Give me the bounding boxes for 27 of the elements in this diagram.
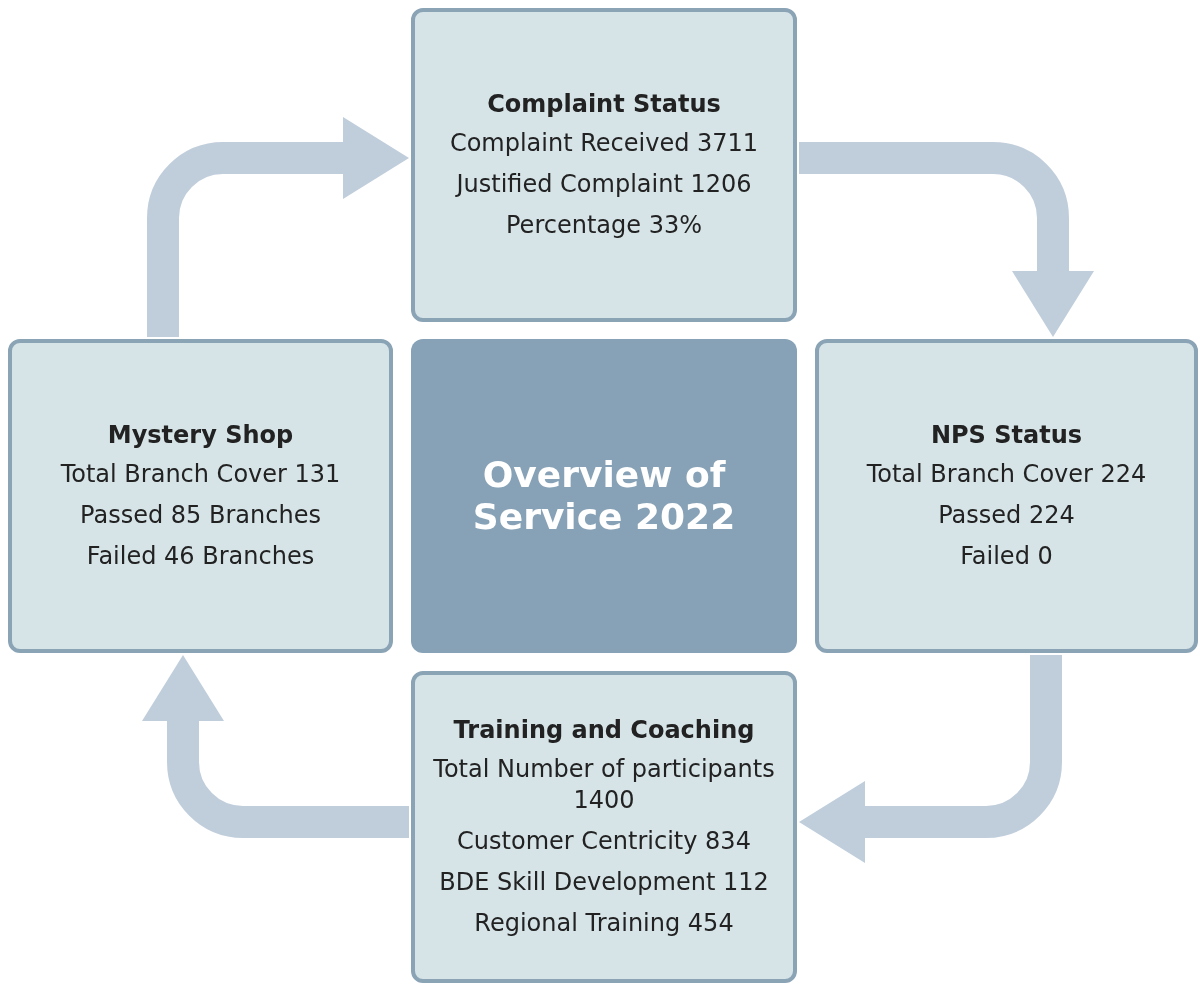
stat-line: Customer Centricity 834 bbox=[457, 825, 751, 857]
center-box bbox=[411, 339, 797, 653]
info-box bbox=[411, 8, 797, 322]
stat-line: Total Number of participants 1400 bbox=[432, 753, 776, 816]
stat-line: Passed 224 bbox=[938, 499, 1075, 531]
stat-line: Failed 46 Branches bbox=[86, 540, 315, 572]
arrow bbox=[142, 655, 409, 838]
stat-line: Regional Training 454 bbox=[474, 907, 734, 939]
stat-line: Complaint Received 3711 bbox=[449, 127, 759, 159]
stat-line: Percentage 33% bbox=[506, 209, 702, 241]
box-heading: NPS Status bbox=[930, 420, 1083, 449]
box-heading: Mystery Shop bbox=[107, 420, 294, 449]
arrow bbox=[799, 655, 1062, 863]
stat-line: Passed 85 Branches bbox=[80, 499, 321, 531]
box-heading: Complaint Status bbox=[487, 89, 721, 118]
stat-line: Total Branch Cover 131 bbox=[60, 458, 341, 490]
stat-line: Total Branch Cover 224 bbox=[866, 458, 1147, 490]
stat-line: Justified Complaint 1206 bbox=[456, 168, 752, 200]
info-box bbox=[411, 671, 797, 983]
info-box bbox=[8, 339, 393, 653]
stat-line: BDE Skill Development 112 bbox=[439, 866, 769, 898]
arrow bbox=[799, 142, 1094, 337]
center-title: Overview of Service 2022 bbox=[471, 454, 737, 538]
stat-line: Failed 0 bbox=[960, 540, 1053, 572]
arrow bbox=[147, 117, 409, 337]
info-box bbox=[815, 339, 1198, 653]
box-heading: Training and Coaching bbox=[453, 715, 755, 744]
